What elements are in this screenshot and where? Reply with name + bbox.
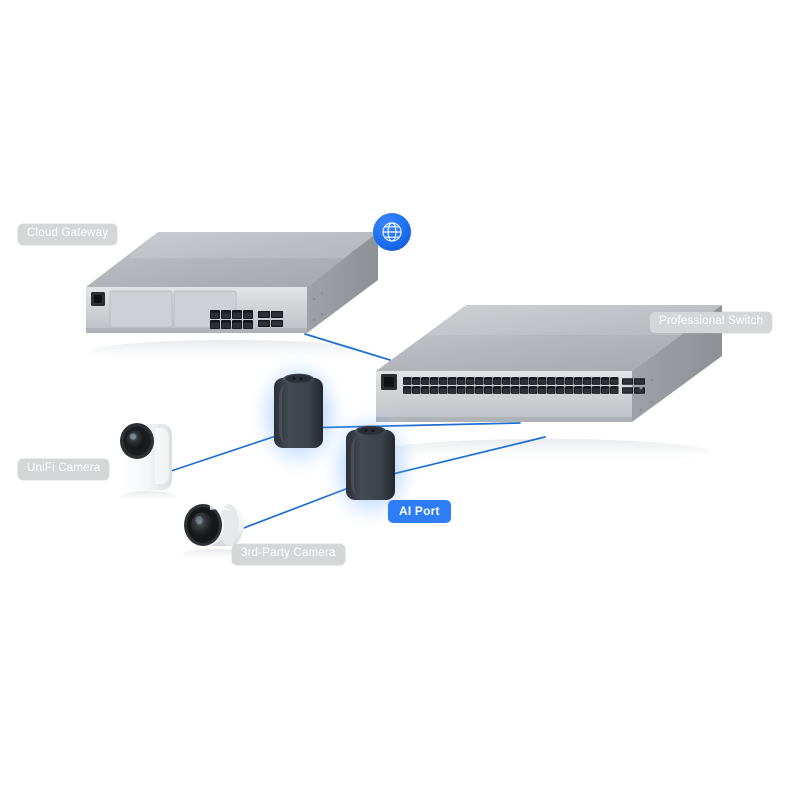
contact-shadows [90,340,710,561]
label-professional-switch: Professional Switch [650,312,773,333]
switch-power-port [381,374,397,390]
switch-rack-screws [639,378,654,412]
device-third-party-camera[interactable] [184,503,244,547]
internet-node[interactable] [373,213,411,251]
globe-icon [382,222,402,242]
gateway-rack-screws [312,291,324,322]
device-cloud-gateway[interactable] [86,232,378,333]
device-professional-switch[interactable] [376,305,722,422]
label-third-party-camera: 3rd-Party Camera [232,544,345,565]
label-unifi-camera: UniFi Camera [18,459,110,480]
gateway-drive-bays [109,290,237,328]
ai-port-1-body [274,373,323,448]
link-gateway-to-switch [304,333,391,361]
label-cloud-gateway: Cloud Gateway [18,224,118,245]
ai-port-2-body [346,425,395,500]
gateway-power-port [91,292,105,306]
device-unifi-camera[interactable] [118,423,172,490]
label-ai-port: AI Port [388,500,451,523]
